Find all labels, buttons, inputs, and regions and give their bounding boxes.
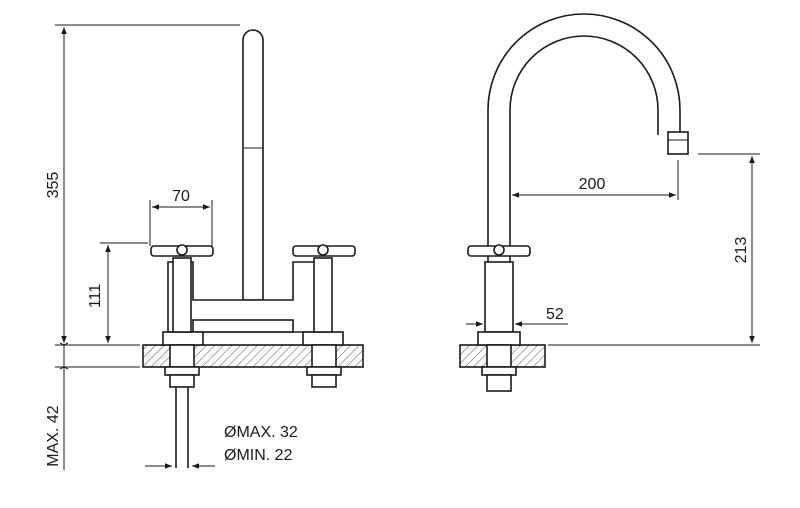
dim-213-label: 213: [733, 237, 750, 264]
dim-111-label: 111: [87, 284, 104, 308]
front-spout-tube: [242, 29, 264, 301]
side-view: 200 213 52: [459, 13, 760, 392]
dim-handle-height: 111: [87, 242, 148, 343]
dim-spout-reach: 200: [512, 160, 679, 200]
front-view: 355 70 111 MAX. 42 ØMAX. 32: [45, 24, 364, 470]
dim-hole-diameter: ØMAX. 32 ØMIN. 22: [145, 424, 298, 469]
front-left-handle: [150, 244, 214, 346]
dim-200-label: 200: [579, 176, 606, 193]
side-spout-outlet: [667, 131, 689, 155]
front-left-fitting: [164, 344, 200, 468]
dim-355-label: 355: [45, 172, 62, 199]
dim-hole-min-label: ØMIN. 22: [224, 447, 293, 464]
dim-body-diameter: 52: [466, 306, 568, 327]
front-right-handle: [292, 244, 356, 346]
front-right-fitting: [306, 344, 342, 388]
side-gooseneck-spout: [487, 13, 681, 300]
side-fitting: [481, 344, 517, 392]
dim-hole-max-label: ØMAX. 32: [224, 424, 298, 441]
dim-spout-height: 213: [548, 153, 760, 346]
front-countertop: [142, 344, 364, 368]
dim-max-thickness: MAX. 42: [45, 342, 140, 470]
dim-52-label: 52: [546, 306, 564, 323]
dim-handle-spacing: 70: [149, 188, 213, 246]
dim-70-label: 70: [172, 188, 190, 205]
dim-total-height: 355: [45, 24, 240, 346]
dim-max42-label: MAX. 42: [45, 405, 62, 466]
side-body: [484, 261, 514, 333]
